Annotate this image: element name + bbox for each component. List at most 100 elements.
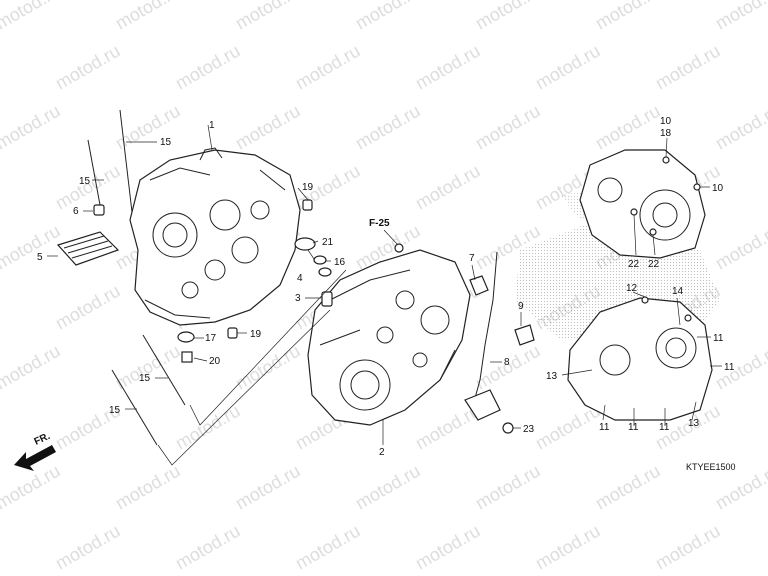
callout-6: 6 [73,206,79,217]
reference-label: F-25 [369,218,390,229]
watermark-text: motod.ru [652,41,724,94]
callout-19: 19 [302,182,314,193]
watermark-text: motod.ru [112,0,184,33]
bearing-17 [177,331,195,343]
watermark-text: motod.ru [112,461,184,514]
washer-16 [318,267,332,277]
callout-22: 22 [628,259,640,270]
callout-23: 23 [523,424,535,435]
callout-9: 9 [518,301,524,312]
callout-10: 10 [712,183,724,194]
watermark-text: motod.ru [0,0,64,33]
watermark-text: motod.ru [412,521,484,574]
watermark-text: motod.ru [0,221,64,274]
callout-15: 15 [79,176,91,187]
callout-5: 5 [37,252,43,263]
watermark-text: motod.ru [232,101,304,154]
watermark-text: motod.ru [232,341,304,394]
watermark-text: motod.ru [412,161,484,214]
watermark-text: motod.ru [52,281,124,334]
callout-11: 11 [659,422,670,433]
left-crankcase-cover [567,296,713,421]
callout-14: 14 [672,286,684,297]
watermark-text: motod.ru [292,521,364,574]
callout-13: 13 [546,371,558,382]
callout-11: 11 [713,333,724,344]
callout-16: 16 [334,257,346,268]
watermark-text: motod.ru [52,161,124,214]
watermark-text: motod.ru [352,0,424,33]
callout-11: 11 [628,422,639,433]
oil-strainer-screen [56,231,120,266]
callout-4: 4 [297,273,303,284]
callout-12: 12 [626,283,638,294]
watermark-text: motod.ru [52,521,124,574]
callout-2: 2 [379,447,385,458]
watermark-text: motod.ru [0,161,4,214]
front-direction-arrow [14,445,56,471]
watermark-text: motod.ru [412,41,484,94]
watermark-text: motod.ru [0,401,4,454]
watermark-text: motod.ru [0,521,4,574]
pipe-3 [321,291,333,307]
watermark-text: motod.ru [352,461,424,514]
right-crankcase-half [307,249,471,426]
watermark-text: motod.ru [712,341,768,394]
watermark-text: motod.ru [652,521,724,574]
callout-20: 20 [209,356,221,367]
callout-15: 15 [160,137,172,148]
watermark-text: motod.ru [172,401,244,454]
watermark-text: motod.ru [52,41,124,94]
oil-seal-21 [294,237,316,251]
callout-3: 3 [295,293,301,304]
watermark-text: motod.ru [0,41,4,94]
watermark-text: motod.ru [172,41,244,94]
watermark-text: motod.ru [472,101,544,154]
watermark-text: motod.ru [232,461,304,514]
watermark-text: motod.ru [172,521,244,574]
callout-15: 15 [109,405,121,416]
diagram-code: KTYEE1500 [686,462,736,472]
callout-15: 15 [139,373,151,384]
callout-11: 11 [599,422,610,433]
watermark-text: motod.ru [712,221,768,274]
callout-19: 19 [250,329,262,340]
bolt-f25 [394,243,404,253]
watermark-text: motod.ru [532,41,604,94]
dowel-pin-19-bottom [227,327,238,339]
leader-lines [47,124,722,466]
left-crankcase-half [129,147,301,326]
stud-bolts [87,109,186,446]
watermark-text: motod.ru [592,101,664,154]
watermark-text: motod.ru [592,0,664,33]
callout-21: 21 [322,237,334,248]
watermark-text: motod.ru [592,461,664,514]
watermark-text: motod.ru [0,281,4,334]
drain-bolt-20 [181,351,193,363]
callout-13: 13 [688,418,700,429]
watermark-text: motod.ru [712,101,768,154]
watermark-text: motod.ru [472,461,544,514]
callout-11: 11 [724,362,735,373]
neutral-switch-harness [464,251,535,434]
watermark-text: motod.ru [0,341,64,394]
direction-label: FR. [33,431,52,448]
dowel-pin-6 [93,204,105,216]
callout-labels: 1 15 15 6 5 19 21 16 4 3 17 19 20 15 15 … [33,116,736,472]
callout-17: 17 [205,333,217,344]
callout-22: 22 [648,259,660,270]
watermark-text: motod.ru [352,101,424,154]
watermark-text: motod.ru [712,0,768,33]
dowel-pin-19-top [302,199,313,211]
watermark-text: motod.ru [292,41,364,94]
watermark-text: motod.ru [532,521,604,574]
callout-7: 7 [469,253,475,264]
callout-8: 8 [504,357,510,368]
watermark-text: motod.ru [232,0,304,33]
callout-10: 10 [660,116,672,127]
callout-18: 18 [660,128,672,139]
callout-1: 1 [209,120,215,131]
watermark-text: motod.ru [472,0,544,33]
washer-4 [313,255,327,265]
